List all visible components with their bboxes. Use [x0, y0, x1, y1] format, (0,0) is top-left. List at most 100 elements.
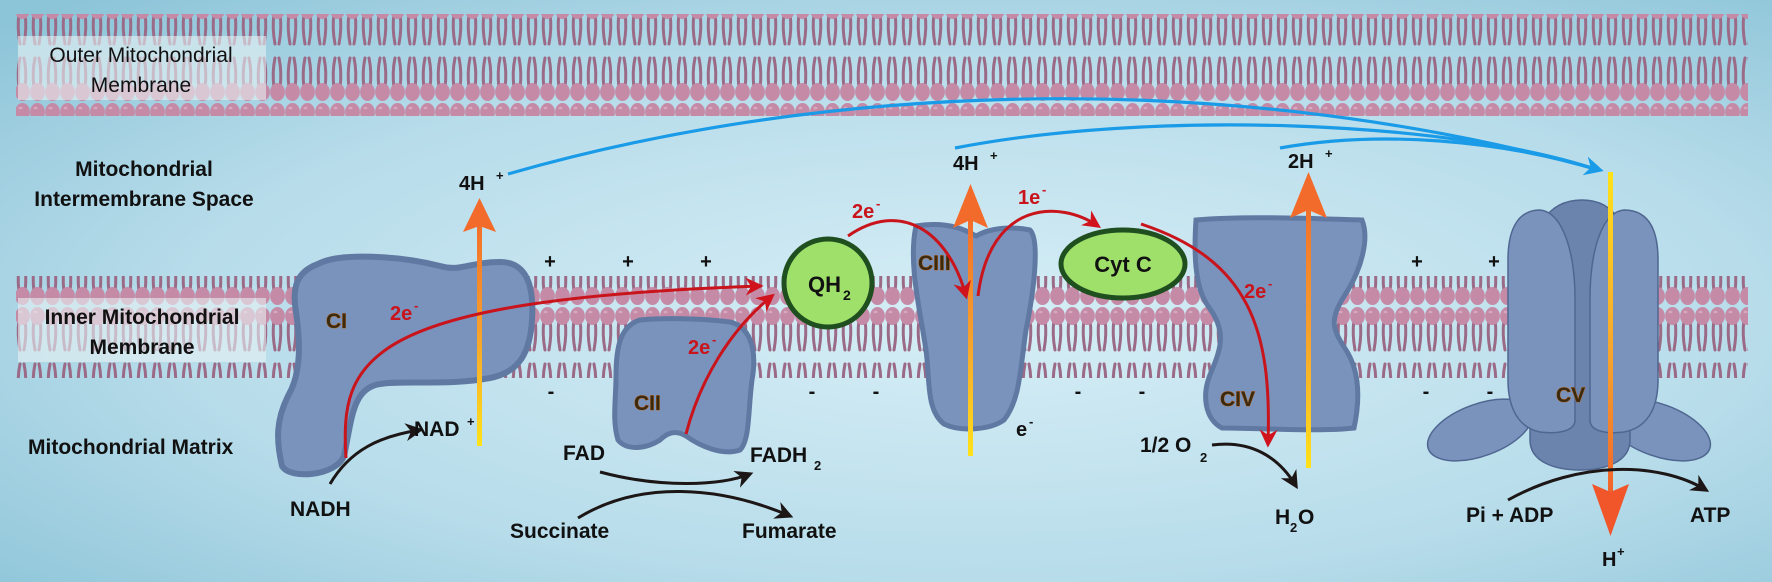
electron-arrow-ci-to-q	[343, 277, 764, 459]
svg-text:2e: 2e	[390, 303, 412, 325]
intermembrane-space-label-line1: Mitochondrial	[75, 158, 213, 181]
plus-sign: +	[1488, 251, 1500, 273]
svg-text:-: -	[414, 298, 418, 313]
svg-text:e: e	[1016, 419, 1027, 441]
complex-iv-label: CIV	[1220, 388, 1255, 411]
svg-text:+: +	[1617, 544, 1625, 559]
svg-text:O: O	[1298, 506, 1314, 529]
electron-label-q-to-ciii: 2e -	[852, 196, 880, 223]
complex-i: CI	[275, 253, 536, 478]
electron-arrow-cytc-to-civ	[1140, 222, 1278, 448]
svg-text:2: 2	[814, 458, 821, 473]
complex-iv: CIV	[1192, 215, 1368, 433]
minus-sign: -	[1139, 381, 1146, 403]
svg-text:H: H	[1602, 549, 1616, 571]
adp-to-atp-arrow	[1507, 467, 1710, 502]
electron-label-cii: 2e -	[688, 332, 716, 359]
outer-membrane-label-bg	[18, 36, 266, 100]
svg-text:QH: QH	[808, 272, 841, 297]
plus-sign: +	[700, 251, 712, 273]
svg-text:2: 2	[1200, 450, 1207, 465]
minus-sign: -	[1423, 381, 1430, 403]
electron-label-matrix: e -	[1016, 414, 1033, 441]
svg-text:2e: 2e	[1244, 281, 1266, 303]
complex-v: CV	[1426, 199, 1712, 471]
svg-text:2: 2	[843, 287, 851, 303]
inner-membrane-label-line2: Membrane	[89, 336, 194, 359]
svg-text:1/2 O: 1/2 O	[1140, 434, 1191, 457]
fadh2-label: FADH 2	[750, 444, 821, 473]
proton-pump-ci	[463, 198, 496, 446]
svg-text:+: +	[1325, 146, 1333, 161]
svg-text:NAD: NAD	[414, 418, 460, 441]
electron-label-ciii-to-cytc: 1e -	[1018, 182, 1046, 209]
atp-label: ATP	[1690, 504, 1730, 527]
electron-arrow-ciii-to-cytc	[976, 209, 1101, 297]
svg-text:+: +	[990, 148, 998, 163]
complex-v-label: CV	[1556, 384, 1585, 407]
nadh-label: NADH	[290, 498, 351, 521]
proton-label-civ: 2H +	[1288, 146, 1333, 173]
svg-text:2e: 2e	[688, 337, 710, 359]
proton-label-ci: 4H +	[459, 168, 504, 195]
proton-pump-ciii	[953, 184, 988, 456]
plus-sign: +	[622, 251, 634, 273]
fumarate-label: Fumarate	[742, 520, 837, 543]
minus-sign: -	[548, 381, 555, 403]
electron-label-ci: 2e -	[390, 298, 418, 325]
plus-sign: +	[1411, 251, 1423, 273]
water-label: H 2 O	[1275, 506, 1314, 535]
complex-i-label: CI	[326, 310, 347, 333]
electron-label-cytc-to-civ: 2e -	[1244, 276, 1272, 303]
svg-text:-: -	[712, 332, 716, 347]
succinate-label: Succinate	[510, 520, 609, 543]
matrix-label: Mitochondrial Matrix	[28, 436, 234, 459]
fad-to-fadh2-arrow	[599, 470, 754, 488]
minus-sign: -	[873, 381, 880, 403]
svg-text:4H: 4H	[459, 173, 485, 195]
inner-membrane-label-line1: Inner Mitochondrial	[45, 306, 240, 329]
svg-text:2H: 2H	[1288, 151, 1314, 173]
electron-arrow-cii-to-q	[684, 293, 775, 435]
svg-text:-: -	[1268, 276, 1272, 291]
proton-flow-arrows	[507, 97, 1604, 176]
svg-text:4H: 4H	[953, 153, 979, 175]
svg-text:2e: 2e	[852, 201, 874, 223]
nadh-to-nad-arrow	[328, 423, 424, 485]
proton-flow-from-ci	[507, 97, 1604, 176]
complex-ii-label: CII	[634, 392, 661, 415]
svg-text:-: -	[876, 196, 880, 211]
intermembrane-space-label-line2: Intermembrane Space	[34, 188, 253, 211]
svg-text:+: +	[496, 168, 504, 183]
complex-ii: CII	[612, 316, 757, 455]
electron-arrow-q-to-ciii	[847, 219, 971, 300]
oxygen-label: 1/2 O 2	[1140, 434, 1207, 465]
minus-sign: -	[1487, 381, 1494, 403]
minus-sign: -	[1075, 381, 1082, 403]
svg-text:Cyt C: Cyt C	[1094, 252, 1152, 277]
complex-iii: CIII	[910, 221, 1038, 432]
inner-mitochondrial-membrane	[16, 276, 1748, 378]
minus-sign: -	[809, 381, 816, 403]
pi-adp-label: Pi + ADP	[1466, 504, 1553, 527]
o2-to-h2o-arrow	[1211, 442, 1298, 490]
proton-label-ciii: 4H +	[953, 148, 998, 175]
svg-text:2: 2	[1290, 520, 1297, 535]
proton-label-cv: H +	[1602, 544, 1625, 571]
plus-sign: +	[544, 251, 556, 273]
outer-mitochondrial-membrane	[16, 14, 1748, 116]
svg-text:+: +	[467, 414, 475, 429]
proton-flow-from-civ	[1279, 137, 1599, 172]
proton-channel-cv	[1592, 172, 1629, 536]
outer-membrane-label-line2: Membrane	[91, 74, 191, 97]
proton-pump-civ	[1290, 172, 1327, 468]
positive-charges: + + + + +	[544, 251, 1500, 273]
nad-label: NAD +	[414, 414, 475, 441]
svg-text:-: -	[1029, 414, 1033, 429]
fad-label: FAD	[563, 442, 605, 465]
negative-charges: - - - - - - -	[548, 381, 1494, 403]
ubiquinol-qh2: QH 2	[781, 236, 875, 330]
svg-text:1e: 1e	[1018, 187, 1040, 209]
